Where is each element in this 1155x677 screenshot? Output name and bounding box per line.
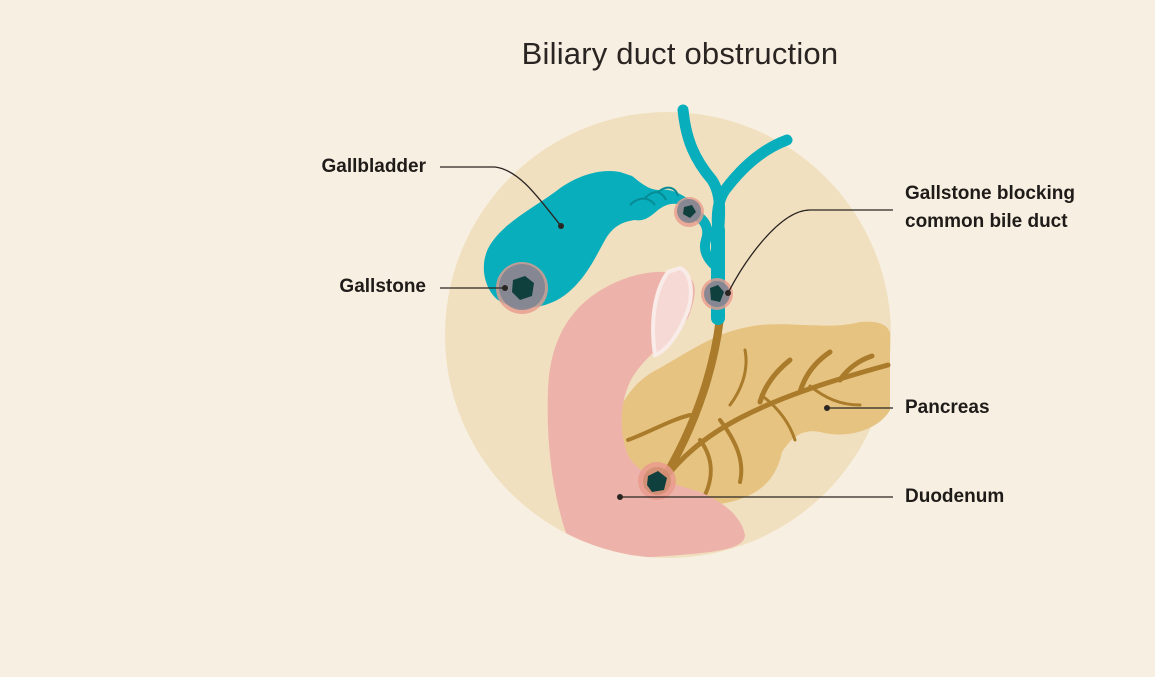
label-duodenum: Duodenum bbox=[905, 486, 1005, 507]
gallstone-icon bbox=[710, 285, 724, 302]
label-pancreas: Pancreas bbox=[905, 397, 990, 418]
gallstone-icon bbox=[512, 276, 534, 300]
page-title: Biliary duct obstruction bbox=[521, 36, 839, 71]
duodenum-opening bbox=[651, 265, 693, 358]
gallstone-icon bbox=[647, 471, 667, 492]
gallbladder-neck-folds bbox=[629, 186, 679, 206]
leader-lines bbox=[440, 166, 893, 498]
label-gallstone: Gallstone bbox=[339, 276, 426, 297]
label-gallbladder: Gallbladder bbox=[321, 156, 426, 177]
pancreatic-duct bbox=[626, 314, 891, 497]
label-blocking-line2: common bile duct bbox=[905, 211, 1068, 232]
duodenum-shape bbox=[547, 271, 745, 558]
gallstone-icon bbox=[683, 205, 696, 218]
label-blocking-line1: Gallstone blocking bbox=[905, 183, 1075, 204]
leader-dots bbox=[502, 223, 830, 500]
